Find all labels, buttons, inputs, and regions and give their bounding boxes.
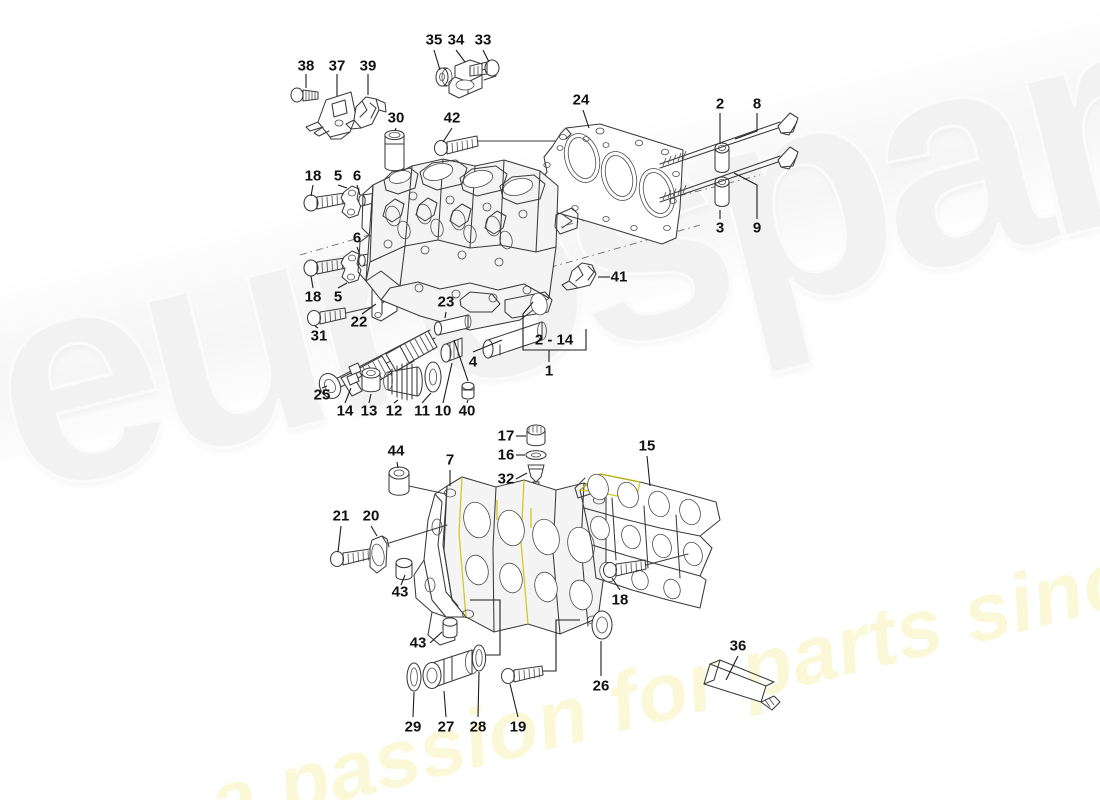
part-14-collet [344, 362, 362, 404]
callout-16: 16 [497, 446, 515, 464]
callout-44: 44 [387, 442, 405, 460]
part-18-bolt-lower [303, 257, 347, 289]
part-18-bolt-carrier [602, 553, 689, 591]
callout-26: 26 [592, 677, 610, 695]
part-36-sealant-tube [703, 655, 781, 711]
callout-14: 14 [336, 402, 354, 420]
part-30-sleeve [384, 127, 405, 172]
callout-39: 39 [359, 57, 377, 75]
callout-23: 23 [437, 293, 455, 311]
part-28-oring [470, 599, 501, 718]
callout-35: 35 [425, 31, 443, 49]
part-43-plug-lower [429, 617, 458, 644]
part-5-rocker-upper [337, 184, 362, 219]
callout-29: 29 [404, 718, 422, 736]
callout-1: 1 [544, 362, 554, 380]
callout-13: 13 [360, 402, 378, 420]
part-19-bolt [500, 619, 580, 718]
callout-19: 19 [509, 718, 527, 736]
callout-24: 24 [572, 91, 590, 109]
part-10-valve-guide [440, 337, 463, 404]
callout-11: 11 [414, 402, 430, 420]
callout-17: 17 [497, 427, 515, 445]
part-2-valve-seal [714, 113, 730, 174]
callout-8: 8 [752, 95, 762, 113]
part-26-oil-seal [591, 610, 613, 676]
part-27-connector-pipe [422, 649, 479, 718]
callout-32: 32 [497, 470, 515, 488]
callout-4: 4 [468, 353, 478, 371]
part-15-camshaft-carrier [574, 455, 721, 609]
part-5-rocker-lower [337, 250, 362, 289]
callout-7: 7 [445, 451, 455, 469]
part-41-sensor [561, 262, 610, 291]
part-29-oring [406, 662, 422, 718]
part-33-bolt [469, 49, 500, 77]
callout-21: 21 [332, 507, 350, 525]
callout-41: 41 [610, 268, 628, 286]
part-23-dowel [433, 311, 472, 336]
callout-18: 18 [304, 288, 322, 306]
callout-34: 34 [447, 31, 465, 49]
part-7-timing-cover [413, 470, 607, 646]
callout-38: 38 [297, 57, 315, 75]
part-9-valve [659, 146, 799, 219]
callout-10: 10 [434, 402, 452, 420]
callout-18: 18 [611, 591, 629, 609]
callout-15: 15 [638, 437, 656, 455]
part-40-seal [453, 339, 475, 404]
callout-25: 25 [313, 386, 331, 404]
part-4-tappet [472, 321, 547, 359]
part-24-head-gasket [540, 109, 684, 245]
part-44-plug [388, 461, 447, 496]
part-1-cylinder-head-body [357, 158, 579, 331]
callout-20: 20 [362, 507, 380, 525]
part-13-retainer [361, 367, 381, 404]
callout-43: 43 [409, 634, 427, 652]
callout-33: 33 [474, 31, 492, 49]
callout-18: 18 [304, 167, 322, 185]
callout-36: 36 [729, 637, 747, 655]
part-34-fitting [448, 49, 497, 99]
part-18-bolt-upper [303, 184, 347, 212]
part-31-bolt [306, 306, 373, 329]
callout-27: 27 [437, 718, 455, 736]
callout-3: 3 [715, 219, 725, 237]
callout-6: 6 [352, 229, 362, 247]
callout-2-14: 2 - 14 [534, 331, 574, 349]
group-bracket-2-14 [522, 301, 587, 362]
part-8-valve [659, 112, 799, 169]
callout-12: 12 [385, 402, 403, 420]
part-20-gasket [369, 524, 448, 574]
part-35-washer [433, 49, 453, 87]
callout-5: 5 [333, 167, 343, 185]
callout-6: 6 [352, 167, 362, 185]
callout-5: 5 [333, 288, 343, 306]
part-21-bolt [329, 525, 372, 568]
part-38-bolt [290, 74, 319, 103]
part-39-clamp [345, 74, 387, 130]
callout-43: 43 [391, 583, 409, 601]
part-12-valve-spring [383, 362, 423, 404]
callout-30: 30 [387, 109, 405, 127]
callout-40: 40 [458, 402, 476, 420]
callout-2: 2 [715, 95, 725, 113]
part-37-bracket [305, 74, 357, 140]
callout-28: 28 [469, 718, 487, 736]
callout-9: 9 [752, 219, 762, 237]
callout-22: 22 [350, 313, 368, 331]
part-17-cap [516, 424, 546, 447]
part-16-washer [516, 450, 547, 460]
callout-37: 37 [328, 57, 346, 75]
part-43-plug-upper [395, 557, 413, 586]
callout-31: 31 [310, 327, 328, 345]
callout-42: 42 [443, 109, 461, 127]
part-11-spring-seat [421, 361, 442, 404]
part-3-valve-seal [714, 176, 730, 219]
